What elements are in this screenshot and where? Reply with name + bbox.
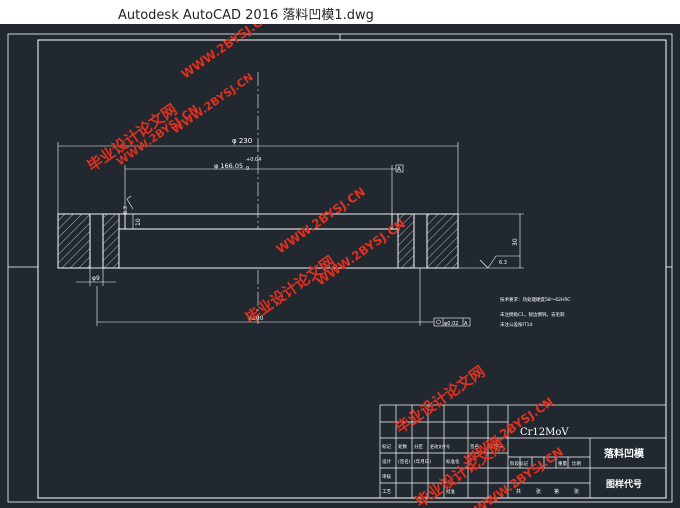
watermark-cn-1: 毕业设计论文网 (84, 100, 180, 175)
title-block (379, 404, 667, 499)
tb-row-mark: 标记 (382, 443, 391, 450)
dim-height-text: 30 (512, 238, 519, 246)
dim-height (458, 213, 524, 269)
dim-step (126, 195, 134, 229)
note-1: 技术要求：热处理硬度58～62HRC (500, 296, 570, 303)
note-2: 未注倒角C1，锐边倒钝，去毛刺 (500, 311, 565, 318)
watermark-url-top: WWW.2BYSJ.CN (179, 24, 273, 81)
tb-process: 工艺 (382, 489, 391, 495)
tb-weight: 重量 (558, 460, 567, 467)
tb-num: 第 (554, 488, 559, 495)
position-tol: φ0.02 (444, 321, 458, 327)
tb-review: 审核 (382, 473, 391, 480)
tb-row-docno: 更改文件号 (430, 443, 450, 449)
section-view (57, 213, 459, 269)
tol-upper: +0.04 (246, 157, 261, 163)
drawing-canvas[interactable]: φ 230 φ 166.05 +0.04 0 A 10 6.3 30 6.3 φ… (0, 24, 680, 508)
dim-hole-text: φ9 (92, 275, 100, 282)
inner-frame (37, 39, 667, 499)
window-title: Autodesk AutoCAD 2016 落料凹模1.dwg (118, 8, 374, 23)
drawing-code-text: 图样代号 (606, 478, 642, 490)
note-3: 未注公差按IT14 (500, 321, 532, 328)
tb-design-date: (年月日) (414, 458, 431, 465)
window-titlebar: Autodesk AutoCAD 2016 落料凹模1.dwg (0, 0, 680, 24)
dim-outer-text: φ 230 (232, 137, 252, 145)
dim-step-text: 10 (135, 218, 142, 226)
cad-drawing: φ 230 φ 166.05 +0.04 0 A 10 6.3 30 6.3 φ… (7, 24, 673, 508)
tb-sheet: 张 (574, 488, 579, 495)
tol-lower: 0 (246, 166, 249, 172)
tb-row-sign: 签名 (470, 443, 479, 450)
roughness-left: 6.3 (123, 206, 129, 214)
watermark-cn-3: 毕业设计论文网 (392, 362, 488, 437)
dim-bore (124, 164, 404, 214)
tb-approve: 批准 (446, 488, 455, 495)
dim-outer (57, 142, 459, 214)
part-name-text: 落料凹模 (604, 447, 645, 460)
material-text: Cr12MoV (520, 427, 569, 438)
tb-design-sign: (签名) (398, 458, 411, 465)
dim-bore-text: φ 166.05 (214, 162, 243, 170)
tb-stage: 阶段标记 (510, 460, 528, 467)
roughness-right: 6.3 (499, 260, 507, 266)
position-datum: A (464, 321, 468, 327)
dim-bolt-text: φ200 (248, 315, 264, 322)
tb-row-date: 年月日 (489, 443, 503, 450)
watermark-top: WWW.2BYSJ.CN (179, 24, 273, 81)
tb-design: 设计 (382, 458, 391, 465)
tb-row-zone: 分区 (414, 443, 423, 450)
datum-label: A (397, 166, 402, 173)
tb-sheets: 张 (536, 488, 541, 495)
tb-scale: 比例 (572, 460, 581, 467)
tb-row-count: 处数 (398, 443, 407, 450)
tb-standard: 标准化 (446, 458, 460, 465)
watermark-url-2: WWW.2BYSJ.CN (169, 70, 256, 136)
dim-hole (76, 268, 116, 286)
dim-bolt-circle (96, 268, 471, 327)
watermark-group: 毕业设计论文网 WWW.2BYSJ.CN WWW.2BYSJ.CN WWW.2B… (84, 70, 566, 508)
tb-total: 共 (516, 488, 521, 495)
roughness-symbol (479, 255, 520, 269)
